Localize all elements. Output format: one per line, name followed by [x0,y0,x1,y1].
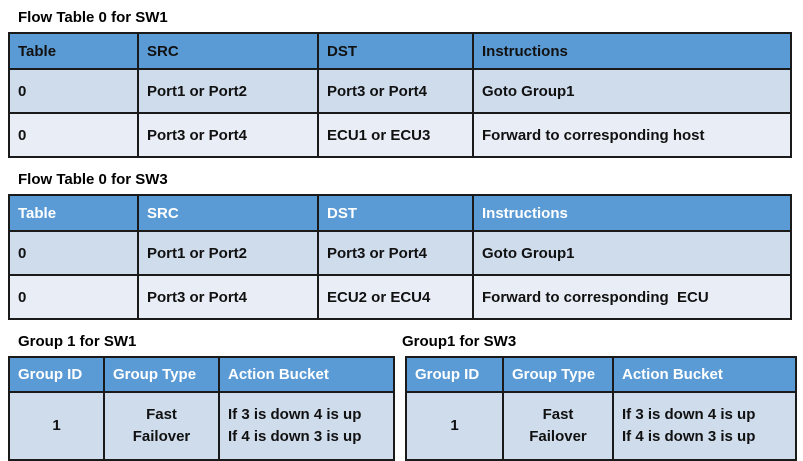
header-cell-dst: DST [317,194,474,232]
cell-dst: Port3 or Port4 [317,230,474,276]
cell-dst: Port3 or Port4 [317,68,474,114]
cell-dst: ECU2 or ECU4 [317,274,474,320]
group-tables-row: Group 1 for SW1 Group ID Group Type Acti… [0,320,803,461]
cell-instructions: Forward to corresponding host [472,112,792,158]
header-cell-src: SRC [137,194,319,232]
header-row: Group ID Group Type Action Bucket [405,356,797,393]
cell-action-bucket: If 3 is down 4 is up If 4 is down 3 is u… [612,391,797,461]
header-cell-src: SRC [137,32,319,70]
cell-table-id: 0 [8,68,139,114]
group-sw3-title: Group1 for SW3 [402,333,517,350]
cell-src: Port3 or Port4 [137,274,319,320]
group-table-sw1: Group ID Group Type Action Bucket 1 Fast… [8,356,395,461]
cell-table-id: 0 [8,112,139,158]
table-row: 1 Fast Failover If 3 is down 4 is up If … [8,391,395,461]
table-row: 1 Fast Failover If 3 is down 4 is up If … [405,391,797,461]
header-cell-instructions: Instructions [472,32,792,70]
cell-group-type: Fast Failover [502,391,614,461]
group-table-sw3: Group ID Group Type Action Bucket 1 Fast… [405,356,797,461]
cell-group-id: 1 [405,391,504,461]
cell-table-id: 0 [8,230,139,276]
cell-instructions: Forward to corresponding ECU [472,274,792,320]
flow-table-sw3: Table SRC DST Instructions 0 Port1 or Po… [8,194,792,320]
group-sw1-block: Group 1 for SW1 Group ID Group Type Acti… [0,320,395,461]
header-cell-table: Table [8,194,139,232]
group-sw1-title: Group 1 for SW1 [18,333,137,350]
cell-src: Port1 or Port2 [137,230,319,276]
table-row: 0 Port1 or Port2 Port3 or Port4 Goto Gro… [8,68,792,114]
table-row: 0 Port1 or Port2 Port3 or Port4 Goto Gro… [8,230,792,276]
header-row: Table SRC DST Instructions [8,194,792,232]
cell-src: Port3 or Port4 [137,112,319,158]
table-row: 0 Port3 or Port4 ECU2 or ECU4 Forward to… [8,274,792,320]
header-cell-group-id: Group ID [8,356,105,393]
cell-group-id: 1 [8,391,105,461]
header-cell-action-bucket: Action Bucket [612,356,797,393]
cell-dst: ECU1 or ECU3 [317,112,474,158]
table-row: 0 Port3 or Port4 ECU1 or ECU3 Forward to… [8,112,792,158]
flow-table-sw1-title: Flow Table 0 for SW1 [18,9,168,26]
header-row: Table SRC DST Instructions [8,32,792,70]
flow-table-sw3-title: Flow Table 0 for SW3 [18,171,168,188]
header-cell-table: Table [8,32,139,70]
header-cell-dst: DST [317,32,474,70]
cell-action-bucket: If 3 is down 4 is up If 4 is down 3 is u… [218,391,395,461]
cell-group-type: Fast Failover [103,391,220,461]
header-cell-group-type: Group Type [502,356,614,393]
cell-instructions: Goto Group1 [472,68,792,114]
header-cell-group-id: Group ID [405,356,504,393]
flow-table-sw1: Table SRC DST Instructions 0 Port1 or Po… [8,32,792,158]
header-row: Group ID Group Type Action Bucket [8,356,395,393]
header-cell-action-bucket: Action Bucket [218,356,395,393]
group-sw3-block: Group1 for SW3 Group ID Group Type Actio… [395,320,797,461]
header-cell-group-type: Group Type [103,356,220,393]
header-cell-instructions: Instructions [472,194,792,232]
cell-instructions: Goto Group1 [472,230,792,276]
cell-table-id: 0 [8,274,139,320]
cell-src: Port1 or Port2 [137,68,319,114]
